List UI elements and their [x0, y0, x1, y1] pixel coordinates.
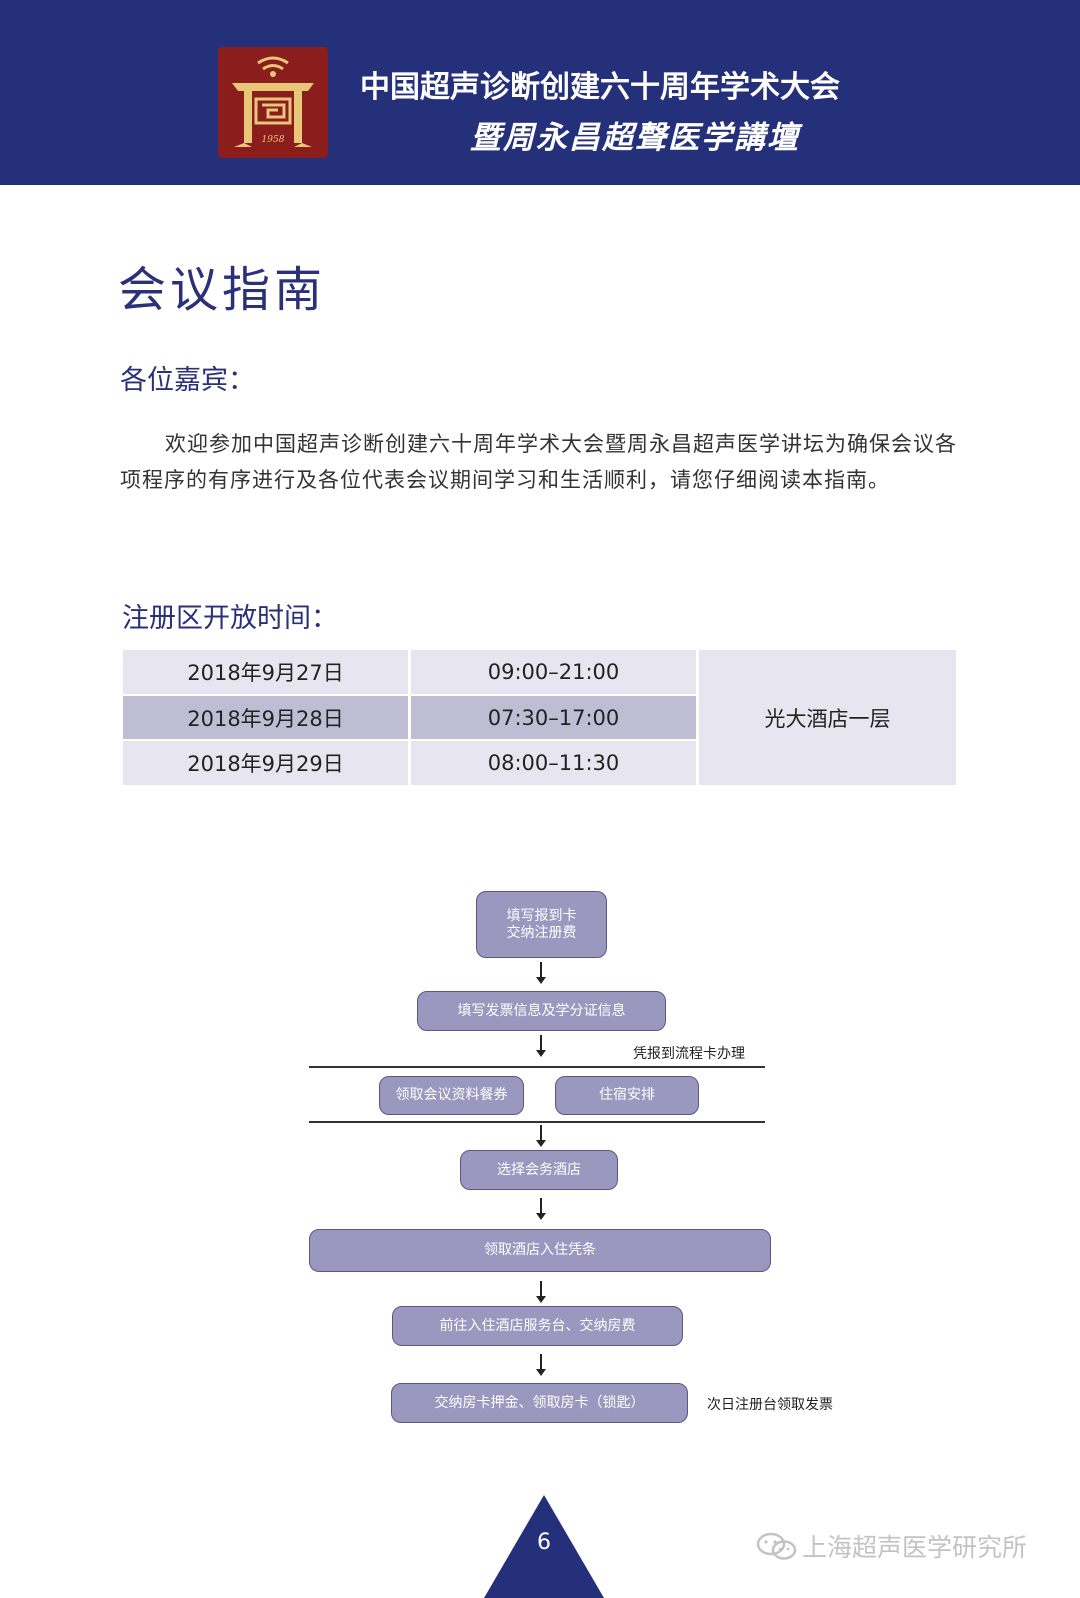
flow-step-materials: 领取会议资料餐券 — [379, 1076, 524, 1115]
flow-note-card: 凭报到流程卡办理 — [633, 1046, 745, 1062]
page-title: 会议指南 — [118, 262, 327, 318]
registration-hours-heading: 注册区开放时间： — [122, 603, 338, 634]
flow-arrow — [536, 1125, 546, 1147]
flow-divider-top — [309, 1066, 765, 1068]
table-cell-time: 09:00–21:00 — [411, 650, 696, 694]
flow-step-room-key: 交纳房卡押金、领取房卡（锁匙） — [391, 1383, 688, 1423]
flow-arrow — [536, 1281, 546, 1303]
flow-step-register: 填写报到卡 交纳注册费 — [476, 891, 607, 958]
conference-logo: 1958 — [218, 47, 328, 158]
welcome-paragraph: 欢迎参加中国超声诊断创建六十周年学术大会暨周永昌超声医学讲坛为确保会议各项程序的… — [120, 432, 957, 492]
header-banner: 1958 中国超声诊断创建六十周年学术大会 暨周永昌超聲医学講壇 — [0, 0, 1080, 185]
flow-step-hotel-voucher: 领取酒店入住凭条 — [309, 1229, 771, 1272]
watermark-text: 上海超声医学研究所 — [802, 1533, 1028, 1562]
flow-arrow — [536, 1035, 546, 1057]
wechat-icon — [756, 1532, 797, 1560]
conference-title: 中国超声诊断创建六十周年学术大会 — [360, 70, 840, 105]
flow-note-invoice: 次日注册台领取发票 — [707, 1397, 833, 1413]
table-cell-time: 08:00–11:30 — [411, 741, 696, 785]
conference-subtitle: 暨周永昌超聲医学講壇 — [470, 120, 800, 156]
logo-emblem-icon — [232, 56, 314, 147]
logo-year: 1958 — [261, 135, 285, 145]
flow-step-invoice-info: 填写发票信息及学分证信息 — [417, 991, 666, 1031]
page-number-triangle — [484, 1495, 604, 1598]
greeting-heading: 各位嘉宾： — [120, 365, 255, 396]
flow-step-accommodation: 住宿安排 — [555, 1076, 699, 1115]
flow-step-register-line2: 交纳注册费 — [506, 924, 577, 941]
flow-arrow — [536, 1198, 546, 1220]
table-cell-date: 2018年9月28日 — [123, 696, 408, 739]
flow-step-register-line1: 填写报到卡 — [506, 907, 577, 924]
flow-step-hotel-desk: 前往入住酒店服务台、交纳房费 — [392, 1306, 683, 1346]
flow-arrow — [536, 1354, 546, 1376]
table-cell-date: 2018年9月29日 — [123, 741, 408, 785]
registration-table: 2018年9月27日 09:00–21:00 2018年9月28日 07:30–… — [123, 650, 956, 785]
table-cell-time: 07:30–17:00 — [411, 696, 696, 739]
table-cell-location: 光大酒店一层 — [699, 650, 956, 785]
flow-step-select-hotel: 选择会务酒店 — [460, 1150, 618, 1190]
table-cell-date: 2018年9月27日 — [123, 650, 408, 694]
flow-arrow — [536, 962, 546, 984]
flow-divider-bottom — [309, 1121, 765, 1123]
page-number: 6 — [537, 1530, 551, 1555]
